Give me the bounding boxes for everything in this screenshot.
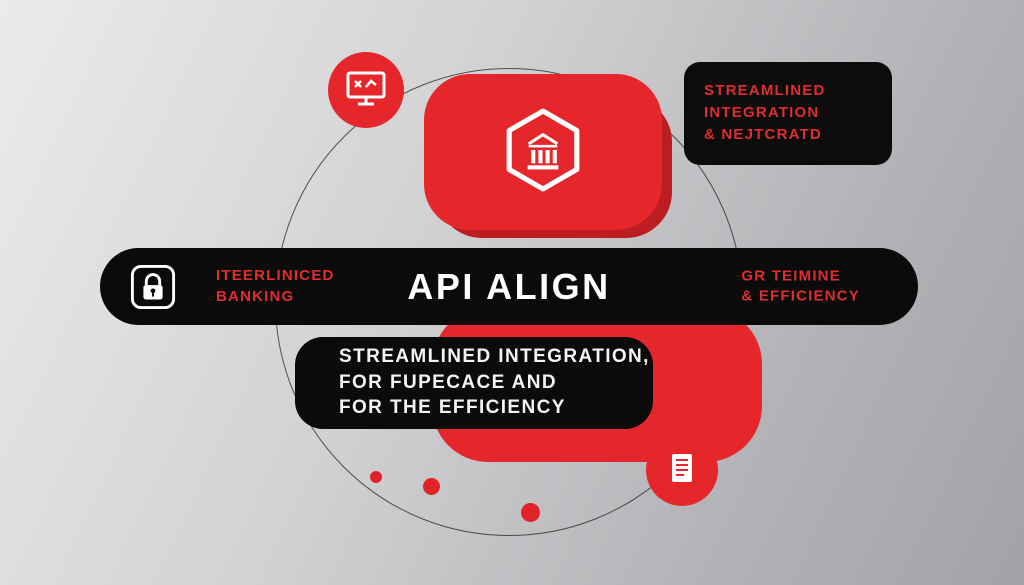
top-card <box>424 74 662 230</box>
top-right-line: & NEJTCRATD <box>704 125 822 143</box>
decorative-dot <box>370 471 382 483</box>
banner-right-line: GR TEIMINE <box>741 266 841 284</box>
top-left-badge <box>328 52 404 128</box>
banner-left-line: BANKING <box>216 287 295 305</box>
banner-title: API ALIGN <box>407 265 611 307</box>
banner-right-text: GR TEIMINE & EFFICIENCY <box>741 267 860 307</box>
main-banner: ITEERLINICED BANKING API ALIGN GR TEIMIN… <box>100 248 918 325</box>
banner-left-text: ITEERLINICED BANKING <box>216 267 335 307</box>
document-icon <box>660 446 704 495</box>
subtitle-line: STREAMLINED INTEGRATION, <box>339 345 650 367</box>
top-right-line: STREAMLINED <box>704 82 826 100</box>
subtitle-box: STREAMLINED INTEGRATION, FOR FUPECACE AN… <box>295 337 653 429</box>
monitor-chart-icon <box>342 64 390 117</box>
bottom-right-badge <box>646 434 718 506</box>
subtitle-line: FOR THE EFFICIENCY <box>339 397 566 419</box>
top-right-line: INTEGRATION <box>704 104 820 122</box>
subtitle-line: FOR FUPECACE AND <box>339 371 558 393</box>
banner-right-line: & EFFICIENCY <box>741 287 860 305</box>
bank-hexagon-icon <box>503 108 583 197</box>
top-right-text-box: STREAMLINED INTEGRATION & NEJTCRATD <box>684 62 892 165</box>
decorative-dot <box>423 478 440 495</box>
lock-icon <box>130 264 176 310</box>
decorative-dot <box>521 503 540 522</box>
banner-left-line: ITEERLINICED <box>216 266 335 284</box>
